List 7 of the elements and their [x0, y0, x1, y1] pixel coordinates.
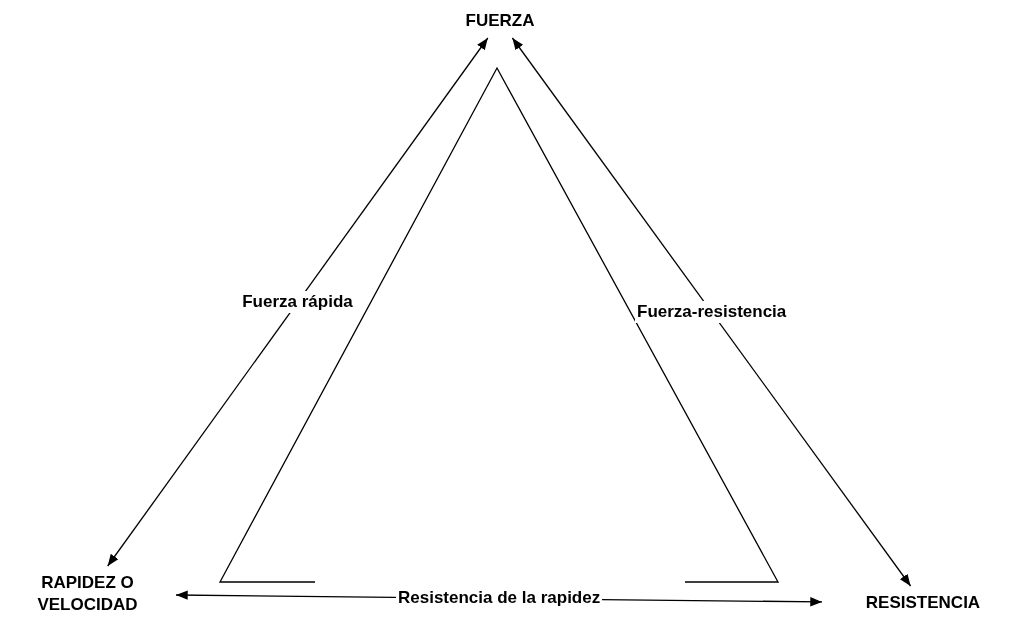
edge-label: Fuerza-resistencia — [635, 301, 789, 323]
corner-label: RESISTENCIA — [865, 593, 981, 612]
corner-label: FUERZA — [465, 11, 535, 30]
edge-label: Fuerza rápida — [240, 291, 355, 313]
double-arrow — [107, 37, 489, 567]
double-arrow — [511, 37, 912, 587]
corner-label: RAPIDEZ O VELOCIDAD — [37, 573, 138, 614]
